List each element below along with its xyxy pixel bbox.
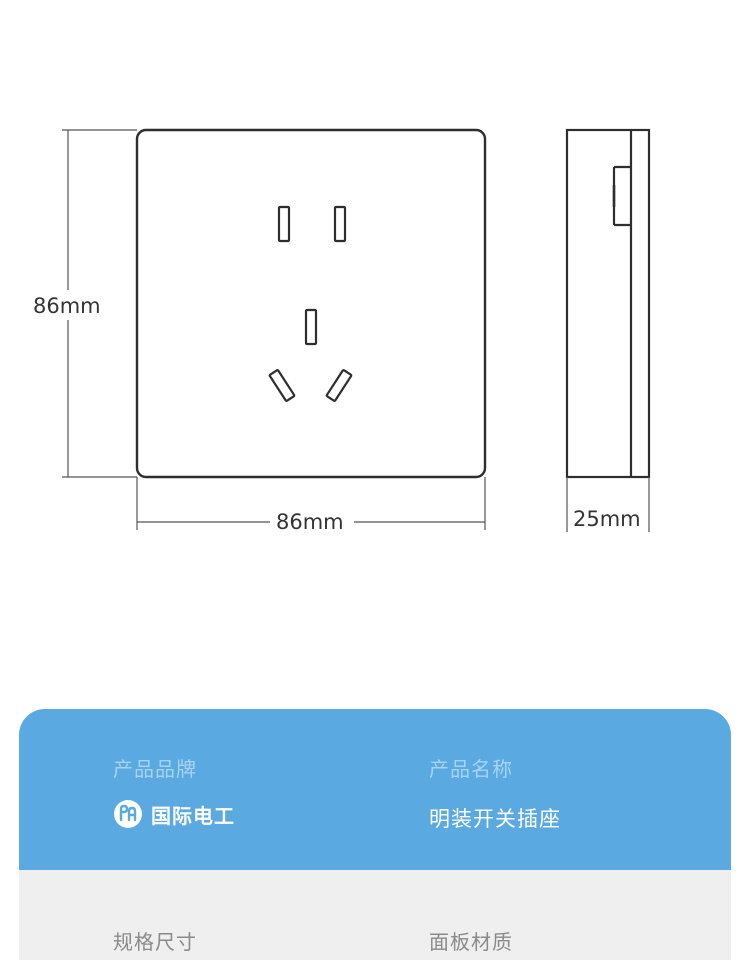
brand-name: 国际电工 xyxy=(151,803,235,828)
product-dimension-diagram: 86mm 86mm 25mm xyxy=(33,128,651,534)
depth-label: 25mm xyxy=(573,507,641,531)
brand-logo-icon xyxy=(114,800,142,828)
height-dimension xyxy=(62,129,137,478)
brand-label: 产品品牌 xyxy=(113,757,197,781)
product-name-label: 产品名称 xyxy=(429,757,513,781)
earth-slot xyxy=(304,308,318,346)
angled-slot-right xyxy=(325,369,353,402)
spec-blue-section: 产品品牌 国际电工 产品名称 明装开关插座 xyxy=(19,709,731,870)
brand-value: 国际电工 xyxy=(113,799,235,829)
width-label: 86mm xyxy=(276,510,344,534)
two-pin-slot-right xyxy=(333,205,347,243)
socket-front-view xyxy=(135,128,487,479)
angled-slot-left xyxy=(268,369,296,402)
height-label: 86mm xyxy=(33,294,101,318)
depth-dimension xyxy=(566,477,650,532)
two-pin-slot-left xyxy=(277,205,291,243)
spec-card: 产品品牌 国际电工 产品名称 明装开关插座 规格尺寸 面板材质 xyxy=(19,709,731,960)
size-label: 规格尺寸 xyxy=(113,930,197,954)
socket-side-view xyxy=(565,128,651,479)
spec-grey-section: 规格尺寸 面板材质 xyxy=(19,870,731,960)
material-label: 面板材质 xyxy=(429,930,513,954)
product-name-value: 明装开关插座 xyxy=(429,807,561,831)
width-dimension xyxy=(136,477,486,530)
